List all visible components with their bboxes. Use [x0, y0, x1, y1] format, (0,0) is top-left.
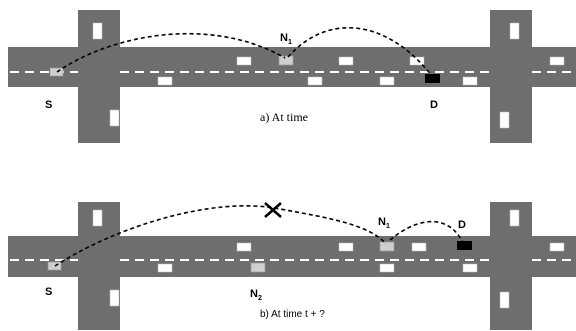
panel-a-destination-vehicle [425, 74, 440, 83]
panel-b-vehicles [47, 209, 565, 309]
panel-b-relay2-vehicle [250, 262, 266, 273]
panel-b-links [54, 205, 464, 267]
panel-a-relay-vehicle [278, 55, 294, 66]
panel-b-relay2-label: N2 [250, 288, 262, 303]
panel-a-source-label: S [45, 99, 53, 111]
broken-link-x-icon [264, 202, 282, 218]
panel-a-caption: a) At time [260, 110, 308, 124]
panel-b-destination-vehicle [457, 241, 472, 250]
panel-a-relay-label: N1 [280, 32, 292, 47]
panel-b-relay1-label: N1 [378, 216, 390, 231]
panel-a-source-vehicle [49, 67, 64, 77]
panel-b-roads [8, 202, 576, 330]
panel-b-relay1-vehicle [379, 241, 395, 252]
panel-a-links [56, 26, 433, 77]
panel-b-caption: b) At time t + ? [260, 309, 325, 320]
panel-a-vehicles [49, 22, 565, 129]
panel-b-destination-label: D [458, 219, 466, 231]
panel-b-source-vehicle [47, 261, 62, 271]
panel-a-destination-label: D [430, 99, 438, 111]
panel-b-source-label: S [45, 286, 53, 298]
